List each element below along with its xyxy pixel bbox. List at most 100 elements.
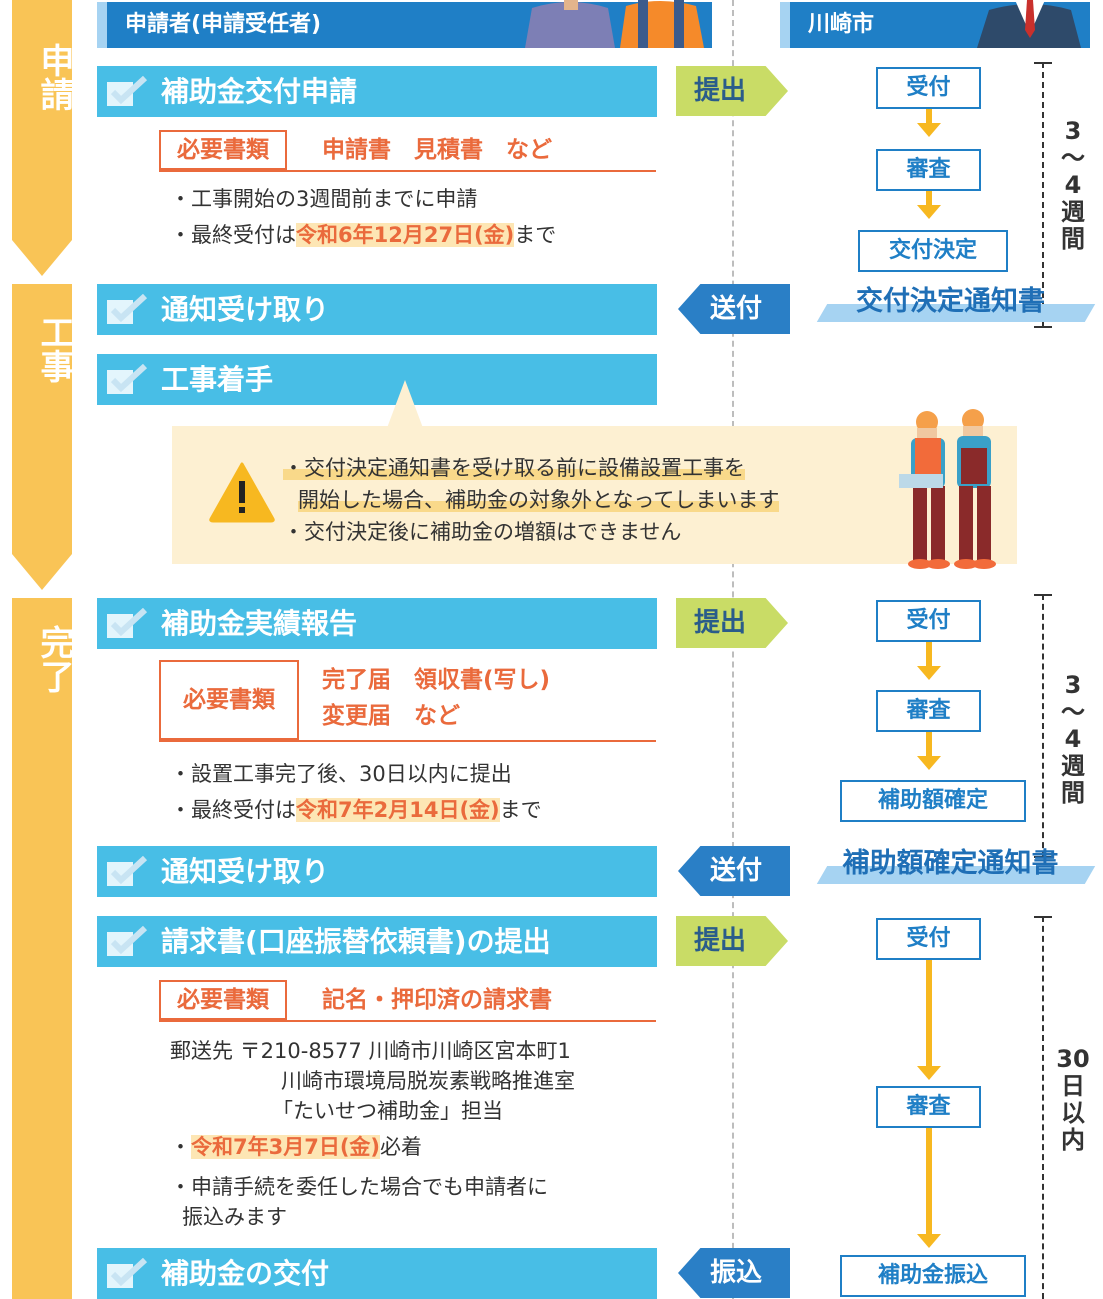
step-title: 工事着手	[161, 363, 274, 396]
submit-arrow: 提出	[676, 598, 788, 648]
transfer-arrow: 振込	[678, 1248, 790, 1298]
warning-line-2: 開始した場合、補助金の対象外となってしまいます	[298, 484, 780, 516]
flow-arrowhead	[917, 1234, 941, 1248]
flow-box-receipt: 受付	[876, 67, 981, 109]
step-start-construction: 工事着手	[97, 354, 657, 405]
step-title: 通知受け取り	[161, 855, 330, 888]
worker-illustration	[899, 409, 996, 569]
duration-part: 3	[1064, 117, 1082, 145]
flow-line	[926, 109, 932, 123]
note-suffix: まで	[514, 223, 557, 247]
duration-part: 30	[1056, 1045, 1090, 1073]
phase-band-apply	[12, 0, 72, 240]
city-staff-illustration	[977, 0, 1081, 48]
bracket-cap	[1034, 916, 1052, 918]
bracket-cap	[1034, 856, 1052, 858]
flow-arrowhead	[917, 1066, 941, 1080]
step-title: 補助金実績報告	[161, 607, 358, 640]
submit-arrow: 提出	[676, 916, 788, 966]
report-note-2: ・最終受付は令和7年2月14日(金)まで	[170, 793, 542, 827]
phase-label-construction: 工事	[34, 315, 74, 383]
deadline-highlight: 令和6年12月27日(金)	[296, 223, 515, 247]
duration-label: 3 〜 4 週 間	[1055, 118, 1091, 253]
phase-arrow-apply	[12, 240, 72, 276]
required-docs-list: 記名・押印済の請求書	[322, 987, 552, 1013]
step-performance-report: 補助金実績報告	[97, 598, 657, 649]
bracket-cap	[1034, 594, 1052, 596]
mail-address-line-3: 「たいせつ補助金」担当	[272, 1099, 503, 1123]
duration-label: 30 日 以 内	[1050, 1046, 1096, 1154]
bracket-cap	[1034, 62, 1052, 64]
flow-box-decision: 交付決定	[858, 230, 1008, 272]
grant-decision-notice: 交付決定通知書	[856, 286, 1045, 317]
step-grant-application: 補助金交付申請	[97, 66, 657, 117]
duration-part: 間	[1061, 225, 1085, 253]
required-docs-label: 必要書類	[159, 130, 287, 170]
required-docs-underline	[159, 740, 656, 742]
warning-text: 開始した場合、補助金の対象外となってしまいます	[298, 488, 780, 512]
check-icon	[107, 926, 147, 956]
deadline-highlight: 令和7年3月7日(金)	[191, 1135, 381, 1159]
duration-part: 以	[1061, 1099, 1085, 1127]
report-note-1: ・設置工事完了後、30日以内に提出	[170, 762, 512, 786]
required-docs-list-2: 変更届 など	[322, 703, 460, 729]
note-prefix: ・最終受付は	[170, 223, 296, 247]
warning-icon	[209, 462, 275, 523]
step-receive-notice: 通知受け取り	[97, 284, 657, 335]
duration-bracket	[1042, 916, 1044, 1299]
duration-part: 週	[1061, 752, 1085, 780]
flow-box-amount-confirmed: 補助額確定	[840, 780, 1026, 822]
flow-arrowhead	[917, 205, 941, 219]
step-title: 補助金の交付	[161, 1257, 330, 1290]
required-docs-label: 必要書類	[159, 660, 299, 740]
duration-part: 間	[1061, 779, 1085, 807]
duration-bracket	[1042, 594, 1044, 858]
warning-text: ・交付決定通知書を受け取る前に設備設置工事を	[283, 456, 745, 480]
step-grant-payment: 補助金の交付	[97, 1248, 657, 1299]
duration-part: 週	[1061, 198, 1085, 226]
check-icon	[107, 1258, 147, 1288]
warning-line-1: ・交付決定通知書を受け取る前に設備設置工事を	[283, 452, 745, 484]
invoice-note-1: ・申請手続を委任した場合でも申請者に	[170, 1175, 548, 1199]
check-icon	[107, 364, 147, 394]
phase-arrow-construction	[12, 554, 72, 590]
flow-box-review: 審査	[876, 149, 981, 191]
flow-line	[926, 960, 932, 1066]
duration-label: 3 〜 4 週 間	[1055, 672, 1091, 807]
required-docs-underline	[159, 170, 656, 172]
warning-line-3: ・交付決定後に補助金の増額はできません	[283, 520, 682, 544]
apply-note-2: ・最終受付は令和6年12月27日(金)まで	[170, 218, 556, 252]
check-icon	[107, 294, 147, 324]
phase-label-apply: 申請	[34, 43, 74, 111]
phase-band-complete	[12, 598, 72, 1299]
send-arrow: 送付	[678, 284, 790, 334]
duration-part: 3	[1064, 671, 1082, 699]
phase-band-construction	[12, 284, 72, 554]
duration-part: 4	[1064, 171, 1082, 199]
deadline-highlight: 令和7年2月14日(金)	[296, 798, 500, 822]
duration-part: 日	[1061, 1072, 1085, 1100]
invoice-note-2: 振込みます	[182, 1205, 287, 1229]
note-prefix: ・最終受付は	[170, 798, 296, 822]
check-icon	[107, 856, 147, 886]
mail-address-line-1: 郵送先 〒210-8577 川崎市川崎区宮本町1	[170, 1039, 571, 1063]
step-submit-invoice: 請求書(口座振替依頼書)の提出	[97, 916, 657, 967]
city-header-accent	[780, 2, 790, 48]
applicant-header-accent	[97, 2, 107, 48]
step-title: 通知受け取り	[161, 293, 330, 326]
column-divider	[732, 0, 734, 1299]
flow-box-receipt: 受付	[876, 918, 981, 960]
mail-address-line-2: 川崎市環境局脱炭素戦略推進室	[281, 1069, 575, 1093]
invoice-deadline: ・令和7年3月7日(金)必着	[170, 1130, 422, 1164]
send-arrow: 送付	[678, 846, 790, 896]
flow-arrowhead	[917, 756, 941, 770]
note-suffix: まで	[499, 798, 542, 822]
phase-label-complete: 完了	[34, 625, 74, 693]
submit-arrow: 提出	[676, 66, 788, 116]
flow-box-review: 審査	[876, 1086, 981, 1128]
apply-note-1: ・工事開始の3週間前までに申請	[170, 187, 478, 211]
flow-line	[926, 732, 932, 756]
duration-bracket	[1042, 62, 1044, 328]
flow-line	[926, 191, 932, 205]
required-docs-label: 必要書類	[159, 980, 287, 1020]
